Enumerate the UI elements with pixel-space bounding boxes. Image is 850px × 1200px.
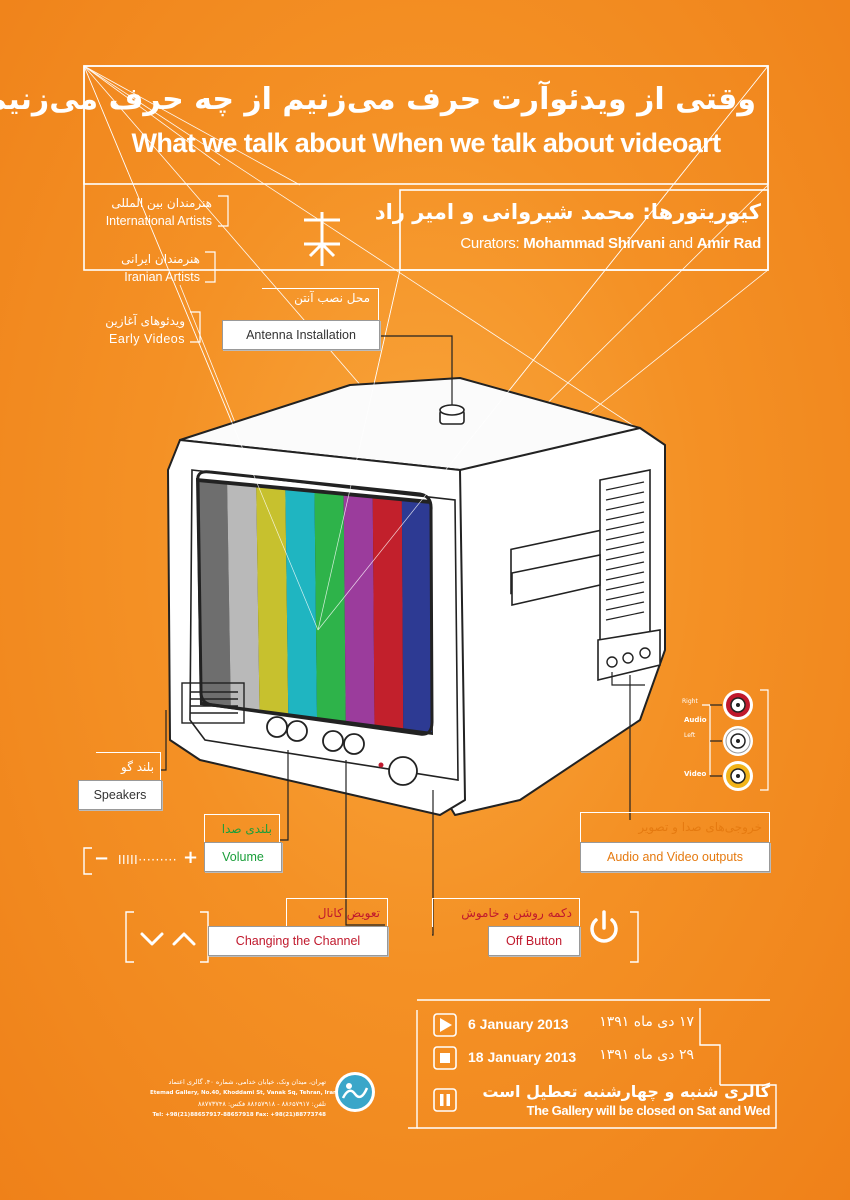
date-2-en: 18 January 2013 bbox=[468, 1049, 577, 1065]
screen-bezel bbox=[196, 470, 434, 736]
test-pattern-bar bbox=[285, 490, 317, 717]
date-1-en: 6 January 2013 bbox=[468, 1016, 569, 1032]
gallery-logo-icon bbox=[335, 1072, 375, 1112]
section-international-fa: هنرمندان بین المللی bbox=[111, 196, 212, 210]
channel-label-fa: تعویض کانال bbox=[317, 906, 380, 920]
curators-english: Curators: Mohammad Shirvani and Amir Rad bbox=[405, 235, 761, 252]
speakers-label-box: Speakers bbox=[78, 780, 162, 810]
antenna-symbol-icon bbox=[304, 212, 340, 266]
jack-right-label: Right bbox=[682, 698, 698, 705]
jack-audio-label: Audio bbox=[684, 716, 707, 724]
test-pattern-bar bbox=[314, 493, 346, 721]
av-label-box: Audio and Video outputs bbox=[580, 842, 770, 872]
test-pattern-bar bbox=[227, 484, 260, 710]
jack-left-label: Left bbox=[684, 732, 696, 739]
volume-minus[interactable]: − bbox=[94, 848, 110, 869]
curators-prefix: Curators: bbox=[460, 235, 524, 252]
channel-label-box: Changing the Channel bbox=[208, 926, 388, 956]
test-pattern-bar bbox=[401, 501, 432, 732]
test-pattern-bar bbox=[256, 487, 289, 714]
channel-frame bbox=[286, 898, 388, 927]
section-early-en: Early Videos bbox=[109, 332, 185, 346]
title-persian: وقتی از ویدئوآرت حرف می‌زنیم از چه حرف م… bbox=[0, 82, 756, 117]
closed-en: The Gallery will be closed on Sat and We… bbox=[526, 1103, 771, 1118]
antenna-label-box: Antenna Installation bbox=[222, 320, 380, 350]
av-frame bbox=[580, 812, 770, 843]
av-jacks bbox=[723, 690, 753, 791]
antenna-label-fa: محل نصب آنتن bbox=[294, 291, 370, 305]
chevron-up-icon bbox=[172, 932, 196, 946]
off-label-fa: دکمه روشن و خاموش bbox=[461, 906, 572, 920]
volume-label-box: Volume bbox=[204, 842, 282, 872]
channel-label-en: Changing the Channel bbox=[235, 934, 361, 948]
pause-icon bbox=[440, 1094, 450, 1106]
volume-level-bar: IIIII········· bbox=[118, 853, 178, 867]
closed-fa: گالری شنبه و چهارشنبه تعطیل است bbox=[482, 1082, 770, 1101]
off-frame bbox=[432, 898, 580, 927]
antenna-label-en: Antenna Installation bbox=[246, 328, 356, 342]
av-label-en: Audio and Video outputs bbox=[607, 850, 743, 864]
section-iranian-fa: هنرمندان ایرانی bbox=[121, 252, 200, 266]
jack-video-label: Video bbox=[684, 770, 707, 778]
date-1-fa: ۱۷ دی ماه ۱۳۹۱ bbox=[599, 1014, 694, 1030]
gallery-line-4: Tel: +98(21)88657917-88657918 Fax: +98(2… bbox=[152, 1112, 327, 1118]
stop-icon bbox=[440, 1053, 450, 1063]
play-icon bbox=[440, 1018, 452, 1032]
curator-name-1: Mohammad Shirvani bbox=[523, 235, 665, 252]
curators-persian: کیوریتورها: محمد شیروانی و امیر راد bbox=[374, 200, 761, 224]
section-iranian-en: Iranian Artists bbox=[124, 270, 200, 284]
speakers-label-fa: بلند گو bbox=[121, 760, 154, 774]
power-icon bbox=[590, 910, 618, 943]
off-label-en: Off Button bbox=[505, 934, 563, 948]
date-2-fa: ۲۹ دی ماه ۱۳۹۱ bbox=[599, 1047, 694, 1063]
test-pattern-bar bbox=[198, 482, 231, 706]
title-english: What we talk about When we talk about vi… bbox=[131, 128, 722, 158]
curator-name-2: Amir Rad bbox=[696, 235, 762, 252]
gallery-line-2: Etemad Gallery, No.40, Khoddami St, Vana… bbox=[150, 1090, 337, 1096]
gallery-line-3: تلفن: ۸۸۶۵۷۹۱۷ - ۸۸۶۵۷۹۱۸ فکس: ۸۸۷۷۳۷۴۸ bbox=[197, 1100, 326, 1108]
antenna-frame bbox=[262, 288, 379, 321]
curators-and: and bbox=[664, 235, 697, 252]
off-label-box: Off Button bbox=[488, 926, 580, 956]
volume-plus[interactable]: + bbox=[183, 847, 199, 868]
gallery-line-1: تهران، میدان ونک، خیابان خدامی، شماره ۴۰… bbox=[168, 1078, 326, 1086]
volume-label-en: Volume bbox=[222, 850, 264, 864]
volume-label-fa: بلندی صدا bbox=[221, 822, 272, 836]
speakers-label-en: Speakers bbox=[93, 788, 147, 802]
av-label-fa: خروجی‌های صدا و تصویر bbox=[638, 820, 762, 834]
volume-frame bbox=[204, 814, 280, 843]
test-pattern-bar bbox=[343, 495, 375, 725]
test-pattern-bar bbox=[372, 498, 404, 729]
chevron-down-icon bbox=[140, 932, 164, 946]
section-international-en: International Artists bbox=[105, 214, 212, 228]
speakers-frame bbox=[96, 752, 161, 781]
section-early-fa: ویدئوهای آغازین bbox=[105, 314, 185, 328]
